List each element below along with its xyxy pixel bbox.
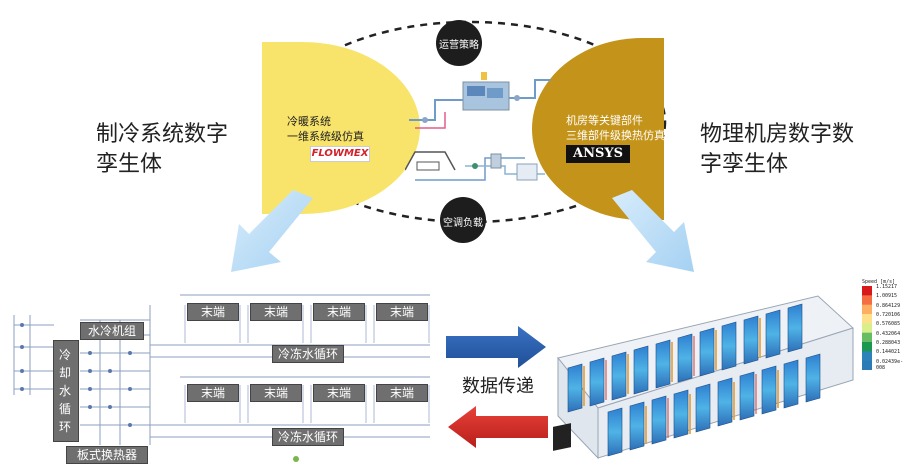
gold-panel-line1: 机房等关键部件 bbox=[566, 114, 643, 127]
bottom-circle-label: 空调负载 bbox=[443, 218, 483, 229]
yellow-panel-line1: 冷暖系统 bbox=[287, 115, 331, 128]
cooling-loop-label: 冷 却 水 循 环 bbox=[53, 346, 77, 436]
gold-panel-line2: 三维部件级换热仿真 bbox=[566, 129, 665, 142]
right-diagonal-arrow bbox=[612, 190, 694, 272]
legend-swatch bbox=[862, 351, 872, 362]
legend-title: Speed [m/s] bbox=[862, 279, 896, 285]
legend-value: 0.144021 bbox=[876, 349, 901, 356]
terminal-box: 末端 bbox=[250, 384, 302, 402]
yellow-half-disc bbox=[262, 42, 420, 214]
top-circle-label: 运营策略 bbox=[439, 40, 479, 51]
legend-value: 0.432064 bbox=[876, 330, 901, 337]
left-diagonal-arrow bbox=[231, 190, 313, 272]
terminal-box: 末端 bbox=[313, 384, 365, 402]
legend-swatch bbox=[862, 286, 872, 296]
cooling-char-1: 冷 bbox=[58, 348, 71, 362]
plate-heat-exchanger-label: 板式换热器 bbox=[66, 446, 148, 464]
legend-value: 0.02439e-008 bbox=[876, 358, 904, 371]
chilled-loop-label-1: 冷冻水循环 bbox=[272, 345, 344, 363]
legend-swatch bbox=[862, 314, 872, 324]
legend-value: 1.00915 bbox=[876, 293, 898, 300]
data-transfer-label: 数据传递 bbox=[462, 376, 534, 397]
gold-half-disc bbox=[532, 38, 664, 220]
yellow-panel-line2: 一维系统级仿真 bbox=[287, 130, 364, 143]
flowmex-logo: FLOWMEX bbox=[310, 146, 370, 162]
left-transfer-arrow bbox=[448, 406, 548, 448]
terminal-box: 末端 bbox=[187, 384, 239, 402]
right-title: 物理机房数字数字孪生体 bbox=[700, 122, 855, 177]
speed-color-bar bbox=[862, 286, 872, 370]
legend-swatch bbox=[862, 295, 872, 306]
airflow-3d-model bbox=[553, 295, 854, 460]
legend-swatch bbox=[862, 304, 872, 315]
terminal-box: 末端 bbox=[313, 303, 365, 321]
legend-value: 0.720106 bbox=[876, 312, 901, 318]
legend-swatch bbox=[862, 360, 872, 370]
legend-value: 0.288043 bbox=[876, 340, 901, 346]
cooling-char-3: 水 bbox=[58, 384, 71, 398]
left-title: 制冷系统数字孪生体 bbox=[96, 122, 229, 177]
chiller-label: 水冷机组 bbox=[80, 322, 144, 340]
cooling-loop-box bbox=[53, 340, 79, 442]
terminal-box: 末端 bbox=[376, 303, 428, 321]
bottom-circle bbox=[440, 197, 486, 243]
legend-swatch bbox=[862, 342, 872, 352]
chilled-loop-label-2: 冷冻水循环 bbox=[272, 428, 344, 446]
ansys-logo: ANSYS bbox=[566, 145, 630, 163]
legend-value: 0.864129 bbox=[876, 302, 901, 309]
cooling-char-5: 环 bbox=[58, 420, 71, 434]
top-circle bbox=[436, 20, 482, 66]
cooling-char-2: 却 bbox=[58, 366, 71, 380]
terminal-box: 末端 bbox=[250, 303, 302, 321]
legend-swatch bbox=[862, 332, 872, 343]
legend-value: 1.15217 bbox=[876, 284, 898, 290]
legend-swatch bbox=[862, 323, 872, 334]
right-transfer-arrow bbox=[446, 326, 546, 368]
legend-value: 0.576085 bbox=[876, 321, 901, 328]
cooling-char-4: 循 bbox=[58, 402, 71, 416]
terminal-box: 末端 bbox=[376, 384, 428, 402]
center-piping-diagram bbox=[405, 72, 551, 181]
terminal-box: 末端 bbox=[187, 303, 239, 321]
